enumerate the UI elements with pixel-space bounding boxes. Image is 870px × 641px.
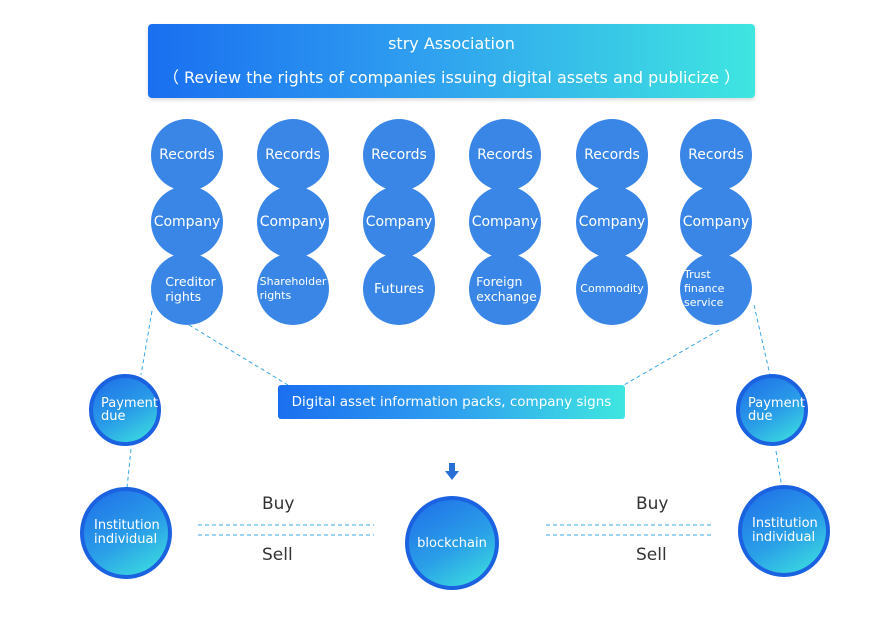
records-circle: Records bbox=[680, 119, 752, 191]
banner-subtitle: （ Review the rights of companies issuing… bbox=[162, 68, 741, 87]
company-circle: Company bbox=[363, 186, 435, 258]
records-circle: Records bbox=[151, 119, 223, 191]
institution-label-line1: Institution bbox=[752, 516, 818, 531]
asset-label-line1: Commodity bbox=[580, 282, 644, 295]
records-circle: Records bbox=[469, 119, 541, 191]
asset-circle-shareholder: Shareholder rights bbox=[257, 253, 329, 325]
payment-due-left: Payment due bbox=[89, 374, 161, 446]
company-circle: Company bbox=[469, 186, 541, 258]
asset-label-line2: service bbox=[684, 296, 724, 309]
company-circle: Company bbox=[680, 186, 752, 258]
company-circle: Company bbox=[257, 186, 329, 258]
institution-right: Institution individual bbox=[738, 485, 830, 577]
company-circle: Company bbox=[151, 186, 223, 258]
connector-right-pay-inst bbox=[775, 450, 783, 489]
payment-label-line1: Payment bbox=[101, 396, 158, 411]
buy-label-left: Buy bbox=[262, 494, 295, 514]
asset-pack-bar: Digital asset information packs, company… bbox=[278, 385, 625, 419]
asset-circle-foreign-exchange: Foreign exchange bbox=[469, 253, 541, 325]
asset-circle-futures: Futures bbox=[363, 253, 435, 325]
asset-label-line1: Creditor bbox=[165, 274, 216, 289]
asset-circle-creditor: Creditor rights bbox=[151, 253, 223, 325]
payment-label-line2: due bbox=[748, 409, 773, 424]
connector-right-pay bbox=[753, 304, 771, 376]
asset-circle-commodity: Commodity bbox=[576, 253, 648, 325]
records-circle: Records bbox=[576, 119, 648, 191]
asset-label-line1: Trust finance bbox=[684, 268, 725, 295]
asset-label-line2: rights bbox=[165, 289, 202, 304]
sell-label-right: Sell bbox=[636, 545, 667, 565]
payment-due-right: Payment due bbox=[736, 374, 808, 446]
asset-label-line2: rights bbox=[259, 289, 292, 302]
records-circle: Records bbox=[363, 119, 435, 191]
records-circle: Records bbox=[257, 119, 329, 191]
institution-label-line1: Institution bbox=[94, 518, 160, 533]
buy-label-right: Buy bbox=[636, 494, 669, 514]
asset-label-line1: Shareholder bbox=[259, 275, 327, 288]
company-circle: Company bbox=[576, 186, 648, 258]
connector-left-pay-inst bbox=[126, 448, 132, 489]
payment-label-line2: due bbox=[101, 409, 126, 424]
connector-left-pay bbox=[140, 310, 153, 376]
asset-circle-trust-finance: Trust finance service bbox=[680, 253, 752, 325]
banner-title: stry Association bbox=[388, 34, 515, 53]
association-banner: stry Association （ Review the rights of … bbox=[148, 24, 755, 98]
institution-label-line2: individual bbox=[94, 532, 158, 547]
connector-left-pack bbox=[188, 324, 289, 386]
down-arrow-icon bbox=[445, 463, 459, 480]
institution-label-line2: individual bbox=[752, 530, 816, 545]
institution-left: Institution individual bbox=[80, 487, 172, 579]
payment-label-line1: Payment bbox=[748, 396, 805, 411]
asset-label-line1: Futures bbox=[373, 280, 425, 297]
sell-label-left: Sell bbox=[262, 545, 293, 565]
asset-label-line2: exchange bbox=[476, 289, 537, 304]
blockchain-node: blockchain bbox=[405, 496, 499, 590]
asset-label-line1: Foreign bbox=[476, 274, 523, 289]
connector-right-pack bbox=[623, 329, 720, 386]
